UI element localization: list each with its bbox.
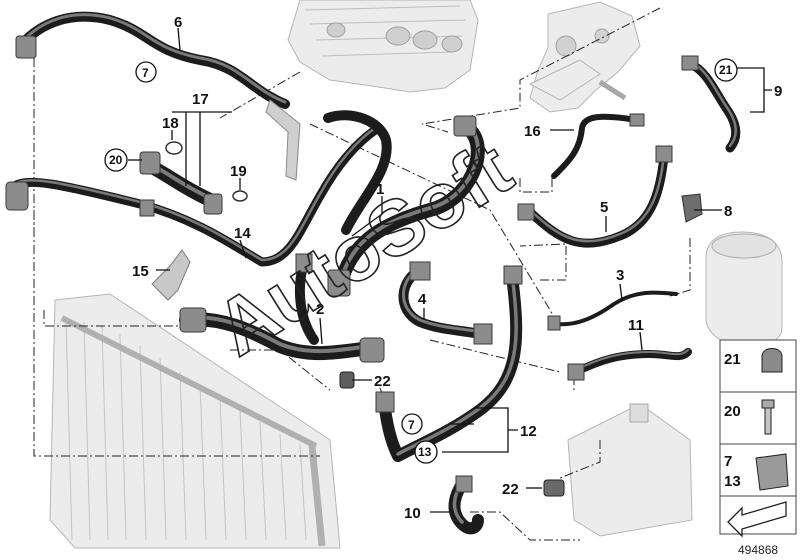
callout-4: 4 — [418, 291, 427, 308]
callout-circle-7b — [401, 413, 423, 435]
callout-13: 13 — [418, 445, 432, 459]
legend-panel: 21 20 7 13 — [719, 339, 797, 538]
hose-10 — [448, 475, 484, 535]
legend-label-7: 7 — [724, 453, 732, 470]
callout-circle-13 — [414, 440, 438, 464]
hose-11 — [567, 348, 692, 381]
hose-5 — [517, 145, 673, 248]
hose-17 — [139, 151, 223, 215]
callout-16: 16 — [524, 123, 541, 140]
legend-clip-icon — [761, 348, 783, 373]
pipe-3 — [547, 290, 678, 331]
callouts: 6 7 17 18 20 19 14 15 1 2 4 22 7 13 12 1… — [104, 14, 782, 522]
callout-9: 9 — [774, 83, 782, 100]
hose-2 — [179, 253, 385, 363]
callout-3: 3 — [616, 267, 624, 284]
callout-18: 18 — [162, 115, 179, 132]
callout-19: 19 — [230, 163, 247, 180]
callout-7b: 7 — [408, 418, 415, 432]
legend-hose-clamp-icon — [755, 453, 789, 491]
pipe-bracket — [265, 99, 301, 181]
legend-arrow-icon — [727, 501, 787, 538]
hose-6 — [15, 11, 290, 109]
callout-circle-20 — [104, 148, 128, 172]
callout-2: 2 — [316, 301, 324, 318]
radiator — [49, 293, 341, 549]
seal-19 — [232, 190, 248, 202]
legend-bolt-icon — [761, 399, 775, 409]
callout-17: 17 — [192, 91, 209, 108]
callout-leaders — [128, 27, 772, 513]
hose-16 — [551, 113, 645, 179]
callout-5: 5 — [600, 199, 608, 216]
callout-10: 10 — [404, 505, 421, 522]
callout-circle-7a — [135, 61, 157, 83]
callout-14: 14 — [234, 225, 251, 242]
hose-1 — [323, 110, 485, 297]
legend-label-20: 20 — [724, 403, 741, 420]
bracket-15 — [151, 249, 191, 301]
reference-number: 494868 — [738, 543, 778, 557]
callout-22-lower: 22 — [502, 481, 519, 498]
legend-label-21: 21 — [724, 351, 741, 368]
clip-8 — [681, 193, 703, 223]
clip-22-upper — [339, 371, 355, 389]
engine-block — [287, 0, 479, 93]
callout-22-upper: 22 — [374, 373, 391, 390]
callout-20: 20 — [109, 153, 123, 167]
legend-row-1 — [719, 339, 797, 393]
callout-8: 8 — [724, 203, 732, 220]
expansion-tank — [567, 231, 783, 537]
callout-1: 1 — [376, 181, 384, 198]
callout-21: 21 — [719, 63, 733, 77]
seal-18 — [165, 141, 183, 155]
hose-14 — [5, 123, 383, 267]
callout-15: 15 — [132, 263, 149, 280]
thermostat-housing — [528, 1, 641, 113]
hose-9 — [681, 55, 741, 153]
hose-4 — [398, 261, 493, 345]
callout-7a: 7 — [142, 66, 149, 80]
callout-6: 6 — [174, 14, 182, 31]
clip-22-lower — [543, 479, 565, 497]
hose-12 — [375, 265, 523, 462]
callout-11: 11 — [628, 317, 644, 334]
callout-12: 12 — [520, 423, 537, 440]
callout-circle-21 — [714, 58, 738, 82]
legend-label-13: 13 — [724, 473, 741, 490]
